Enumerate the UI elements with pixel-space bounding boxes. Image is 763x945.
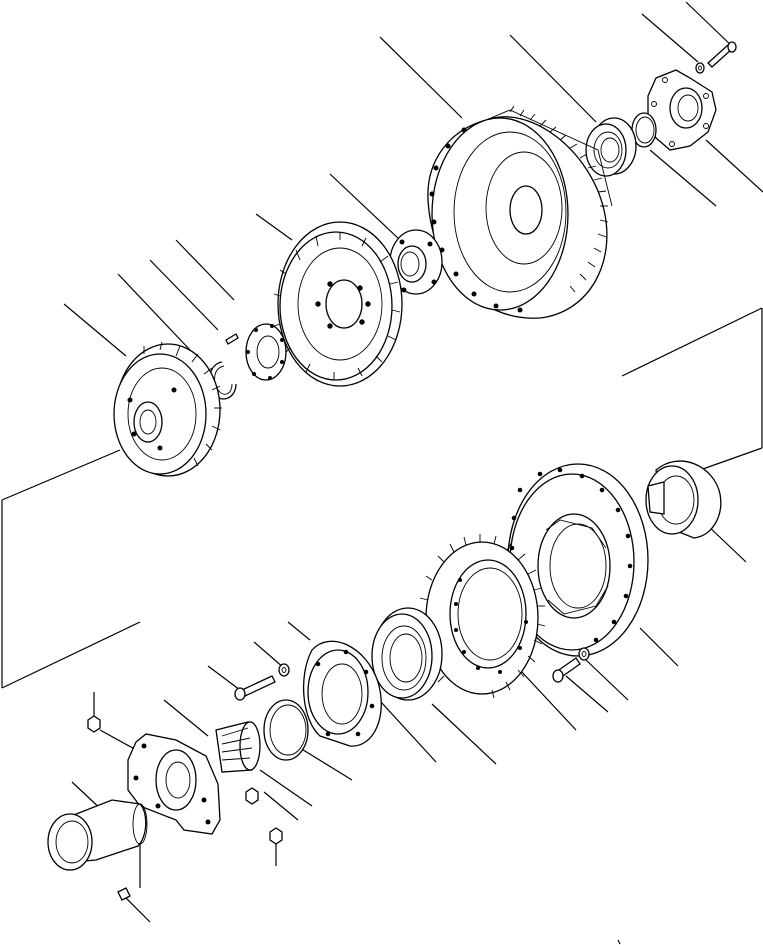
bracket-icon bbox=[127, 733, 221, 835]
flange-plate-icon bbox=[302, 640, 382, 747]
nut-icon bbox=[87, 715, 101, 733]
sleeve-icon bbox=[47, 799, 148, 871]
washer-icon bbox=[695, 62, 705, 74]
flange-plate-icon bbox=[647, 69, 717, 151]
snap-ring-icon bbox=[263, 699, 309, 761]
thrust-washer-icon bbox=[245, 323, 287, 381]
bolt-icon bbox=[552, 657, 581, 683]
shaft-icon bbox=[215, 721, 261, 773]
nut-icon bbox=[269, 827, 283, 845]
bearing-icon bbox=[371, 607, 443, 701]
gear-icon bbox=[418, 534, 546, 699]
nut-icon bbox=[245, 787, 259, 805]
stud-icon bbox=[117, 887, 131, 901]
ring-gear-icon bbox=[427, 105, 613, 319]
washer-icon bbox=[278, 663, 290, 677]
snap-ring-icon bbox=[631, 112, 657, 148]
seal-icon bbox=[645, 460, 722, 539]
pin-icon bbox=[225, 333, 239, 345]
washer-icon bbox=[578, 647, 590, 661]
bolt-icon bbox=[234, 675, 276, 701]
bolt-icon bbox=[707, 41, 737, 68]
carrier-icon bbox=[273, 221, 403, 387]
bearing-icon bbox=[585, 117, 637, 177]
gear-icon bbox=[113, 341, 222, 477]
hub-icon bbox=[389, 229, 443, 295]
